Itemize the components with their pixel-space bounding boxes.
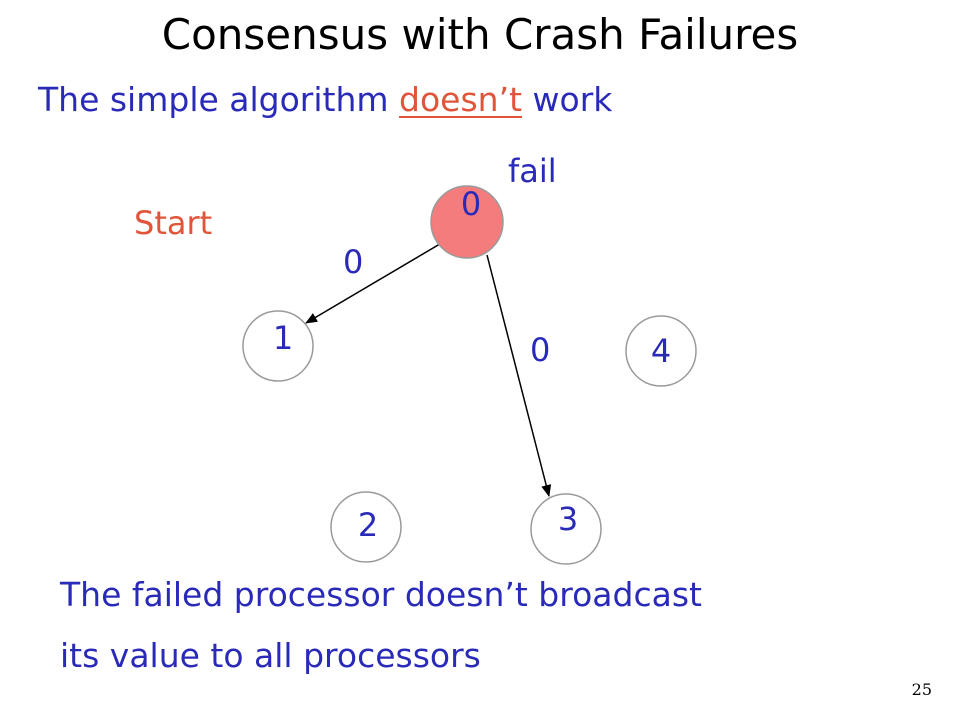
- edge-0-to-3: [486, 254, 552, 497]
- node-0-label: 0: [460, 185, 482, 223]
- edge-0-to-1-label: 0: [343, 243, 364, 281]
- edge-0-to-3-label: 0: [530, 331, 551, 369]
- node-4-label: 4: [650, 332, 672, 370]
- subtitle-highlight: doesn’t: [399, 80, 523, 119]
- node-4: [625, 315, 697, 387]
- edge-0-to-1: [305, 237, 451, 324]
- node-2: [330, 491, 402, 563]
- slide-title: Consensus with Crash Failures: [161, 10, 799, 59]
- node-1-label: 1: [272, 319, 294, 357]
- caption-line-2: its value to all processors: [60, 636, 481, 675]
- subtitle-suffix: work: [522, 80, 613, 119]
- start-label: Start: [134, 204, 213, 242]
- subtitle: The simple algorithm doesn’t work: [38, 80, 612, 119]
- page-number: 25: [911, 680, 932, 699]
- node-3: [530, 493, 602, 565]
- node-3-label: 3: [557, 500, 579, 538]
- node-2-label: 2: [357, 506, 379, 544]
- node-0: [430, 185, 504, 259]
- fail-label: fail: [508, 152, 557, 190]
- caption-line-1: The failed processor doesn’t broadcast: [60, 575, 702, 614]
- subtitle-prefix: The simple algorithm: [38, 80, 400, 119]
- node-1: [242, 310, 314, 382]
